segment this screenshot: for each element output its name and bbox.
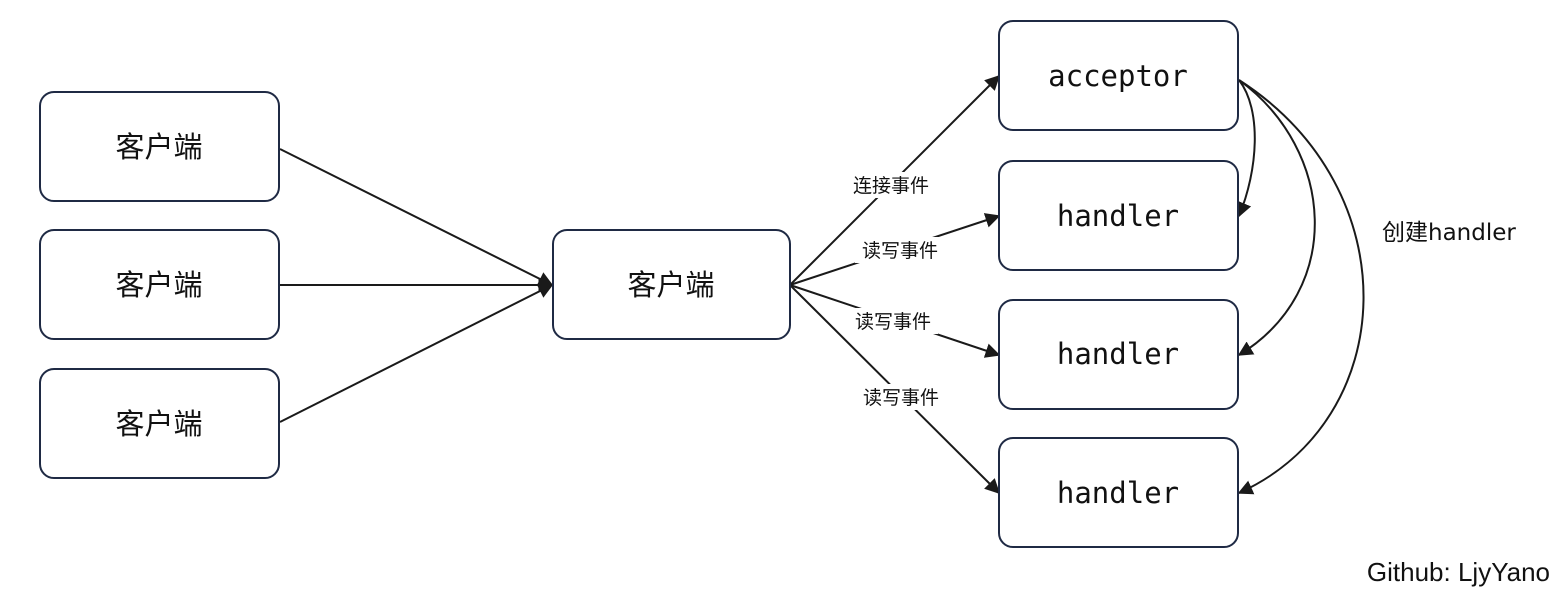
client-node-3-label: 客户端 [115,407,202,441]
acceptor-node-label: acceptor [1048,59,1188,93]
handler-node-3-label: handler [1057,476,1179,510]
handler-node-2-label: handler [1057,337,1179,371]
curve-acceptor-to-handler-3 [1237,79,1365,495]
create-handler-edges [1237,79,1365,495]
handler-node-3: handler [998,437,1239,548]
edge-label-connect-event: 连接事件 [853,175,929,197]
edge-label-rw-event-3: 读写事件 [863,387,939,409]
handler-node-1: handler [998,160,1239,271]
curve-acceptor-to-handler-1 [1237,79,1256,218]
client-node-2-label: 客户端 [115,268,202,302]
center-node: 客户端 [552,229,791,340]
handler-node-1-label: handler [1057,199,1179,233]
client-node-1: 客户端 [39,91,280,202]
edge-label-rw-event-1: 读写事件 [862,240,938,262]
acceptor-node: acceptor [998,20,1239,131]
handler-node-2: handler [998,299,1239,410]
edge-label-rw-event-2: 读写事件 [855,311,931,333]
edge-client-3-to-center [279,284,554,423]
curve-acceptor-to-handler-2 [1237,79,1316,356]
edge-labels: 连接事件 读写事件 读写事件 读写事件 [846,172,946,410]
client-edges [279,148,554,423]
github-watermark: Github: LjyYano [1367,557,1550,587]
create-handler-label: 创建handler [1382,220,1516,246]
center-node-label: 客户端 [627,268,714,302]
client-node-1-label: 客户端 [115,130,202,164]
client-node-3: 客户端 [39,368,280,479]
client-node-2: 客户端 [39,229,280,340]
dispatch-edges [789,74,1001,495]
edge-client-1-to-center [279,148,554,286]
